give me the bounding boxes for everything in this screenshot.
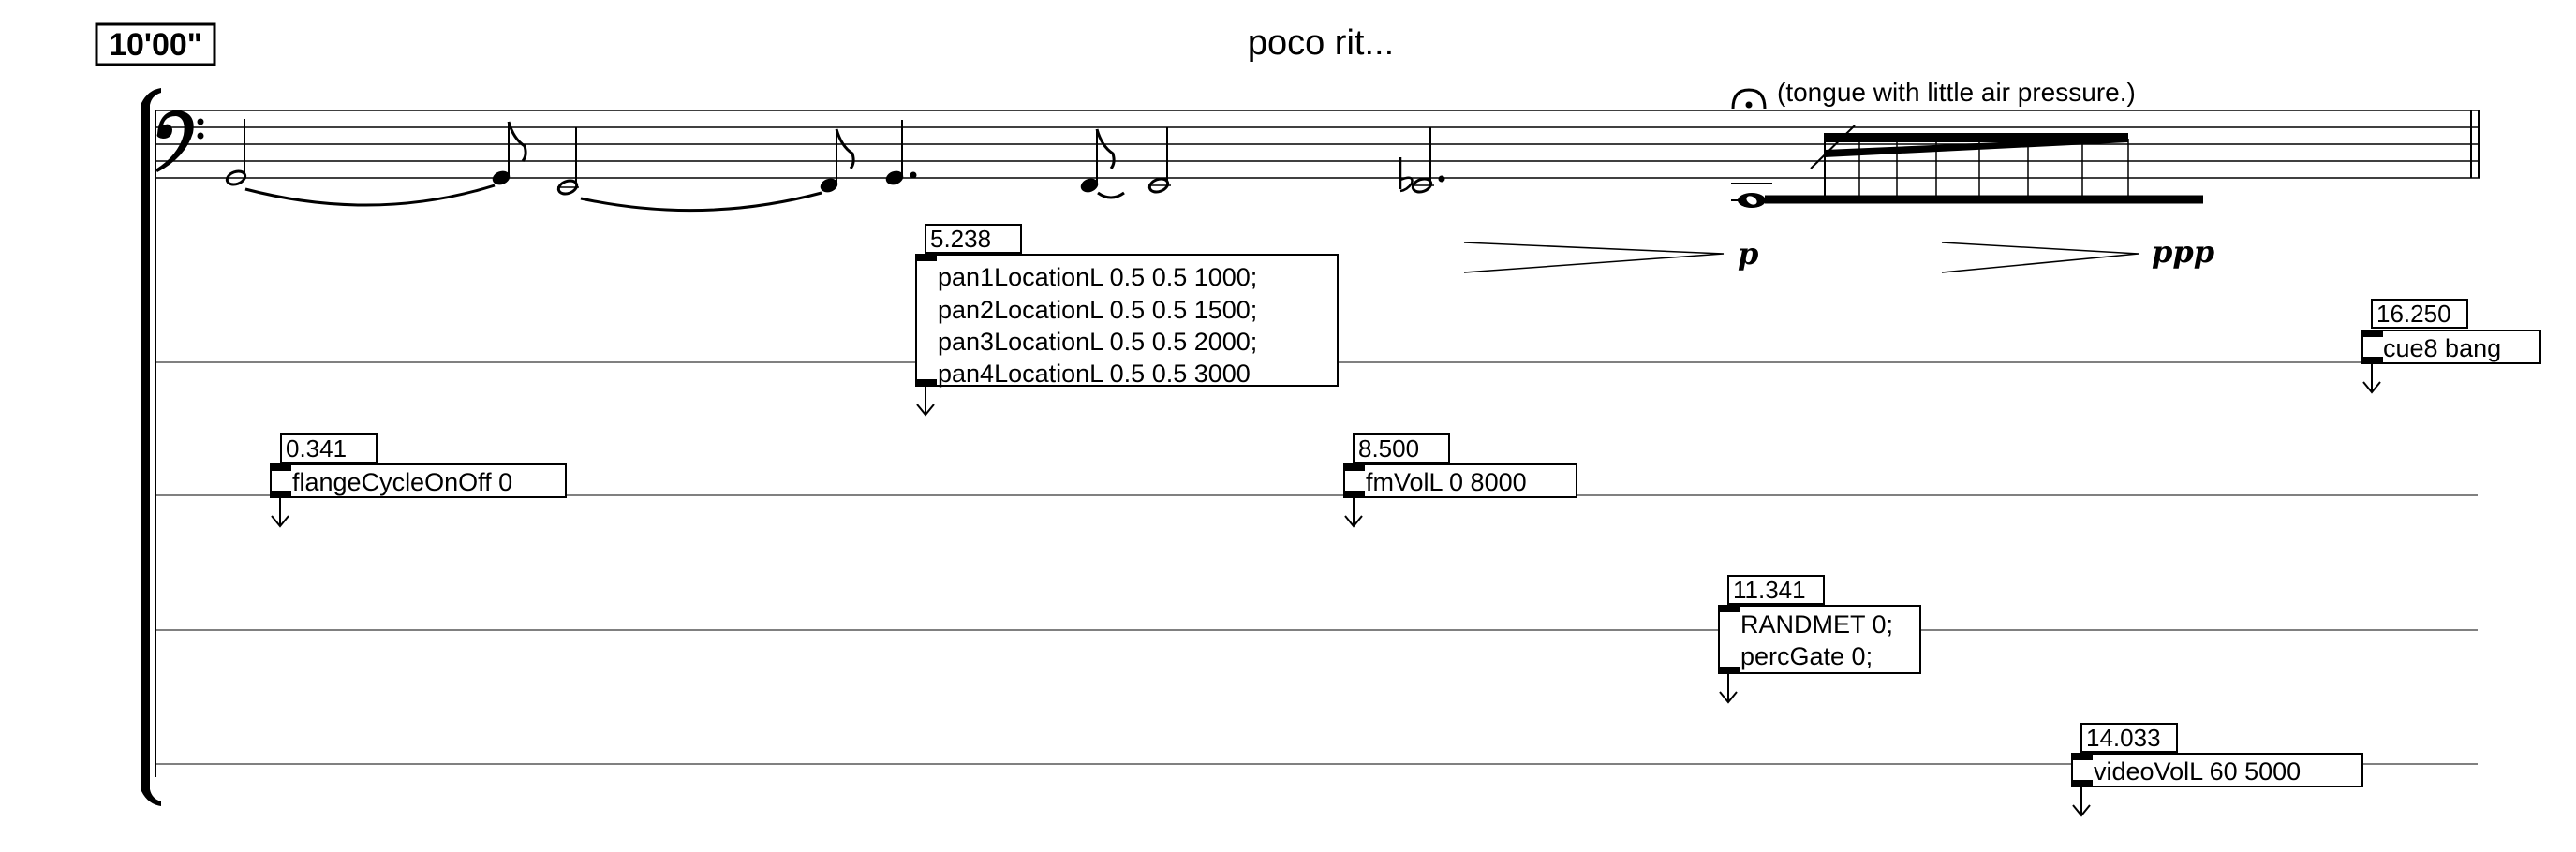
time-marker-box: [95, 22, 216, 66]
music-staff: [155, 110, 2480, 179]
cue-11-341[interactable]: 11.341 RANDMET 0; percGate 0;: [1718, 575, 1921, 704]
fermata-icon: [1731, 88, 1767, 110]
performance-annotation: (tongue with little air pressure.): [1777, 78, 2136, 107]
cue-message-line: pan3LocationL 0.5 0.5 2000;: [938, 328, 1257, 356]
bass-clef-icon: [155, 110, 204, 172]
arrow-down-icon: [916, 386, 935, 417]
cue-message-line: RANDMET 0;: [1740, 610, 1893, 639]
arrow-down-icon: [1344, 497, 1363, 528]
cue-time-label: 16.250: [2376, 300, 2451, 328]
arrow-down-icon: [2362, 363, 2381, 394]
tempo-marking: poco rit...: [1248, 23, 1394, 63]
arrow-down-icon: [2072, 786, 2091, 817]
dynamic-ppp: ppp: [2152, 234, 2214, 270]
cue-message-line: pan1LocationL 0.5 0.5 1000;: [938, 263, 1257, 291]
time-marker: 10'00": [109, 27, 202, 63]
cue-14-033[interactable]: 14.033 videoVolL 60 5000: [2071, 723, 2363, 817]
cue-16-250[interactable]: 16.250 cue8 bang: [2361, 299, 2541, 394]
cue-5-238[interactable]: 5.238 pan1LocationL 0.5 0.5 1000; pan2Lo…: [915, 224, 1339, 417]
cue-message-line: pan2LocationL 0.5 0.5 1500;: [938, 296, 1257, 324]
cue-time-label: 5.238: [930, 225, 991, 253]
cue-8-500[interactable]: 8.500 fmVolL 0 8000: [1343, 433, 1577, 528]
cue-time-label: 8.500: [1358, 434, 1419, 463]
cue-message-line: videoVolL 60 5000: [2094, 757, 2301, 786]
cue-message-line: cue8 bang: [2383, 334, 2501, 362]
decrescendo-hairpin-1: [1463, 242, 1725, 273]
cue-message-line: pan4LocationL 0.5 0.5 3000: [938, 360, 1251, 388]
cue-message-line: flangeCycleOnOff 0: [292, 468, 512, 496]
cue-time-label: 0.341: [286, 434, 347, 463]
arrow-down-icon: [271, 497, 289, 528]
cue-message-line: fmVolL 0 8000: [1366, 468, 1527, 496]
cue-0-341[interactable]: 0.341 flangeCycleOnOff 0: [270, 433, 567, 528]
cue-time-label: 14.033: [2086, 724, 2161, 752]
cue-timeline-lines: [155, 361, 2478, 765]
decrescendo-hairpin-2: [1941, 242, 2139, 273]
cue-message-line: percGate 0;: [1740, 642, 1873, 670]
arrow-down-icon: [1719, 673, 1738, 704]
cue-time-label: 11.341: [1733, 576, 1806, 604]
final-barline: [2470, 110, 2480, 178]
feathered-beam: [1765, 125, 2203, 204]
dynamic-p: p: [1738, 236, 1758, 272]
system-bracket: [141, 88, 161, 806]
notes: [225, 119, 1445, 213]
